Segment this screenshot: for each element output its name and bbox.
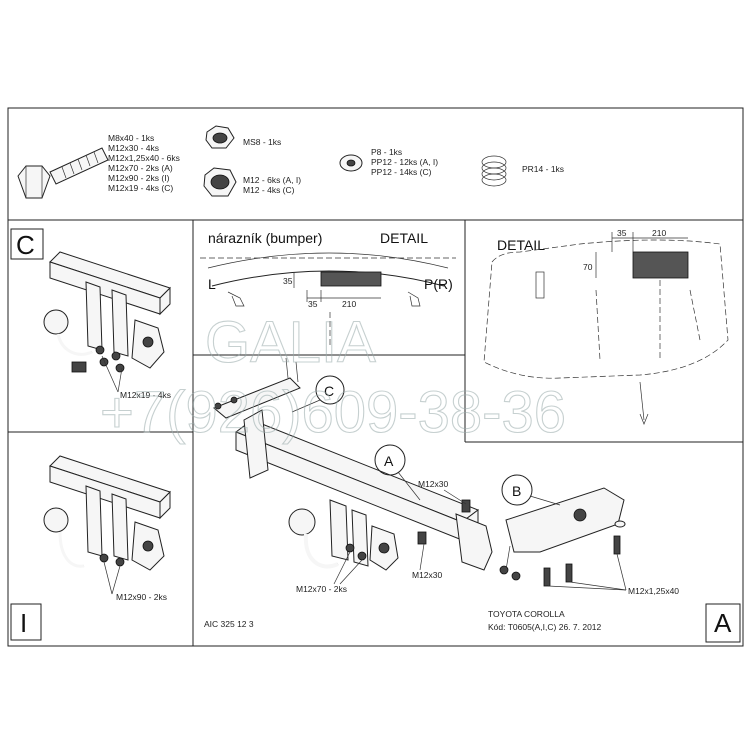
bumper-dim-210: 210 <box>342 299 356 309</box>
bumper-detail: nárazník (bumper) DETAIL 35 35 210 L P(R… <box>200 230 456 345</box>
bumper-right-label: P(R) <box>424 276 453 292</box>
legend-bolt-line-6: M12x19 - 4ks (C) <box>108 183 173 193</box>
legend-bolt-line-5: M12x90 - 2ks (I) <box>108 173 170 183</box>
vehicle-code: Kód: T0605(A,I,C) 26. 7. 2012 <box>488 622 602 632</box>
bumper-left-label: L <box>208 276 216 292</box>
legend-nut-m12-line-2: M12 - 4ks (C) <box>243 185 295 195</box>
drawing-code: AIC 325 12 3 <box>204 619 254 629</box>
panel-i: I M12x90 - 2ks <box>10 455 171 641</box>
bumper-title: nárazník (bumper) <box>208 230 322 246</box>
main-corner-letter: A <box>714 608 732 638</box>
label-c: C <box>324 383 334 399</box>
legend-washer-line-2: PP12 - 12ks (A, I) <box>371 157 438 167</box>
detail-2: DETAIL 35 210 70 <box>483 228 729 425</box>
legend-bolt-line-1: M8x40 - 1ks <box>108 133 154 143</box>
legend-washer-line-3: PP12 - 14ks (C) <box>371 167 432 177</box>
legend-washer: P8 - 1ks PP12 - 12ks (A, I) PP12 - 14ks … <box>339 147 438 177</box>
legend-bolt-text: M8x40 - 1ks M12x30 - 4ks M12x1,25x40 - 6… <box>108 133 180 193</box>
watermark: GALIA +7(926)609-38-36 <box>99 309 566 445</box>
main-assembly: A B C M12x30 M12x30 M12x70 - 2ks M12x1,2… <box>213 357 679 596</box>
label-a: A <box>384 453 394 469</box>
vehicle-name: TOYOTA COROLLA <box>488 609 565 619</box>
panel-c-callout: M12x19 - 4ks <box>120 390 171 400</box>
legend-nut-ms8: MS8 - 1ks <box>205 125 281 149</box>
drawing-frame <box>7 107 744 647</box>
label-m12x70: M12x70 - 2ks <box>296 584 347 594</box>
watermark-phone: +7(926)609-38-36 <box>100 380 566 445</box>
detail2-title: DETAIL <box>497 237 545 253</box>
legend-bolt-line-4: M12x70 - 2ks (A) <box>108 163 173 173</box>
legend-bolt-line-3: M12x1,25x40 - 6ks <box>108 153 180 163</box>
legend-bolt <box>17 147 109 199</box>
title-block: AIC 325 12 3 TOYOTA COROLLA Kód: T0605(A… <box>204 603 741 643</box>
detail2-dim-35: 35 <box>617 228 627 238</box>
bumper-dim-35-vertical: 35 <box>283 276 293 286</box>
legend-bolt-line-2: M12x30 - 4ks <box>108 143 159 153</box>
panel-i-letter: I <box>20 608 27 638</box>
legend-spring-text: PR14 - 1ks <box>522 164 564 174</box>
panel-i-callout: M12x90 - 2ks <box>116 592 167 602</box>
watermark-brand: GALIA <box>205 310 376 375</box>
label-m12x30-bottom: M12x30 <box>412 570 443 580</box>
legend-nut-m12: M12 - 6ks (A, I) M12 - 4ks (C) <box>203 167 301 197</box>
label-m12x30-top: M12x30 <box>418 479 449 489</box>
legend-nut-ms8-text: MS8 - 1ks <box>243 137 281 147</box>
label-m12x125x40: M12x1,25x40 <box>628 586 679 596</box>
panel-c: C M12x19 - 4ks <box>10 228 171 400</box>
bumper-dim-35: 35 <box>308 299 318 309</box>
label-b: B <box>512 483 521 499</box>
panel-c-letter: C <box>16 230 35 260</box>
legend-spring-washer: PR14 - 1ks <box>481 155 564 187</box>
detail2-dim-70: 70 <box>583 262 593 272</box>
detail2-dim-210: 210 <box>652 228 666 238</box>
legend-nut-m12-line-1: M12 - 6ks (A, I) <box>243 175 301 185</box>
bumper-detail-label: DETAIL <box>380 230 428 246</box>
legend-washer-line-1: P8 - 1ks <box>371 147 402 157</box>
